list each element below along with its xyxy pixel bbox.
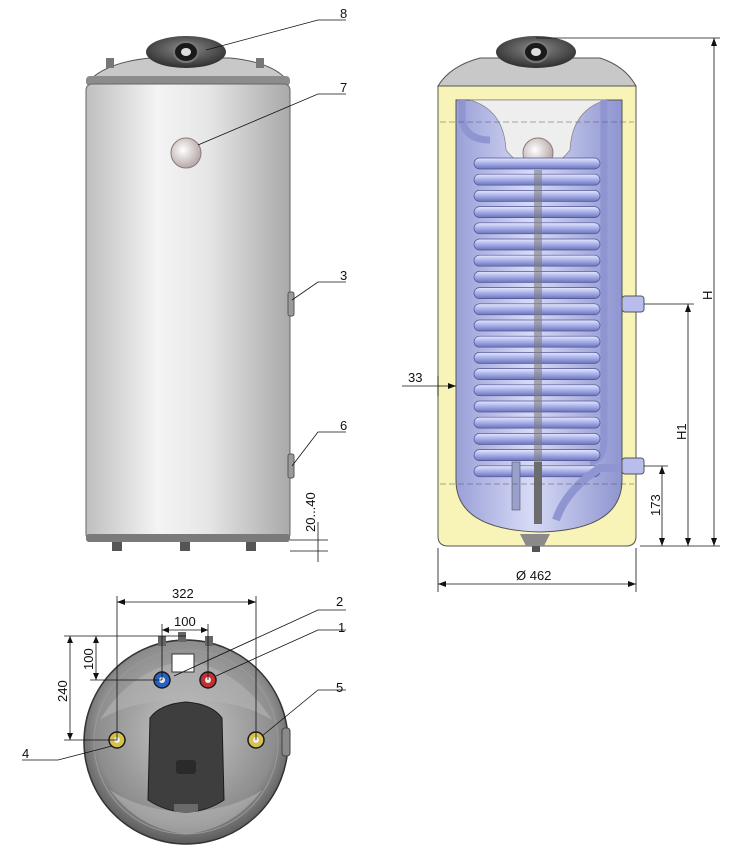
dim-height-240: 240 bbox=[55, 680, 70, 702]
callout-6: 6 bbox=[340, 418, 347, 433]
callout-5: 5 bbox=[336, 680, 343, 695]
section-port-lower bbox=[621, 457, 645, 475]
dim-height-h1: H1 bbox=[674, 423, 689, 440]
dim-height-173: 173 bbox=[648, 494, 663, 516]
dim-height-total: H bbox=[700, 291, 715, 300]
leg bbox=[112, 542, 122, 551]
cross-section-view: 33 H H1 173 Ø 462 bbox=[402, 36, 720, 592]
inspection-opening bbox=[171, 653, 195, 673]
coil-turn bbox=[473, 157, 601, 170]
dim-diameter: Ø 462 bbox=[516, 568, 551, 583]
thermometer-gauge bbox=[170, 137, 202, 169]
dim-leg-gap: 20...40 bbox=[303, 492, 318, 532]
dim-width-100: 100 bbox=[174, 614, 196, 629]
front-exterior-view: 8 7 3 6 20...40 bbox=[85, 6, 347, 562]
callout-2: 2 bbox=[336, 594, 343, 609]
central-rod bbox=[534, 170, 542, 520]
leg bbox=[180, 542, 190, 551]
side-port-upper bbox=[287, 291, 295, 317]
callout-1: 1 bbox=[338, 620, 345, 635]
callout-8: 8 bbox=[340, 6, 347, 21]
side-port-lower bbox=[287, 453, 295, 479]
top-cover bbox=[90, 57, 287, 79]
section-port-upper bbox=[621, 295, 645, 313]
dim-side-offset: 33 bbox=[408, 370, 422, 385]
callout-7: 7 bbox=[340, 80, 347, 95]
control-housing bbox=[147, 701, 225, 813]
bottom-view: 322 100 100 240 2 1 5 4 bbox=[22, 586, 346, 845]
callout-4: 4 bbox=[22, 746, 29, 761]
dim-height-100: 100 bbox=[81, 648, 96, 670]
dim-width-322: 322 bbox=[172, 586, 194, 601]
leg bbox=[246, 542, 256, 551]
callout-3: 3 bbox=[340, 268, 347, 283]
